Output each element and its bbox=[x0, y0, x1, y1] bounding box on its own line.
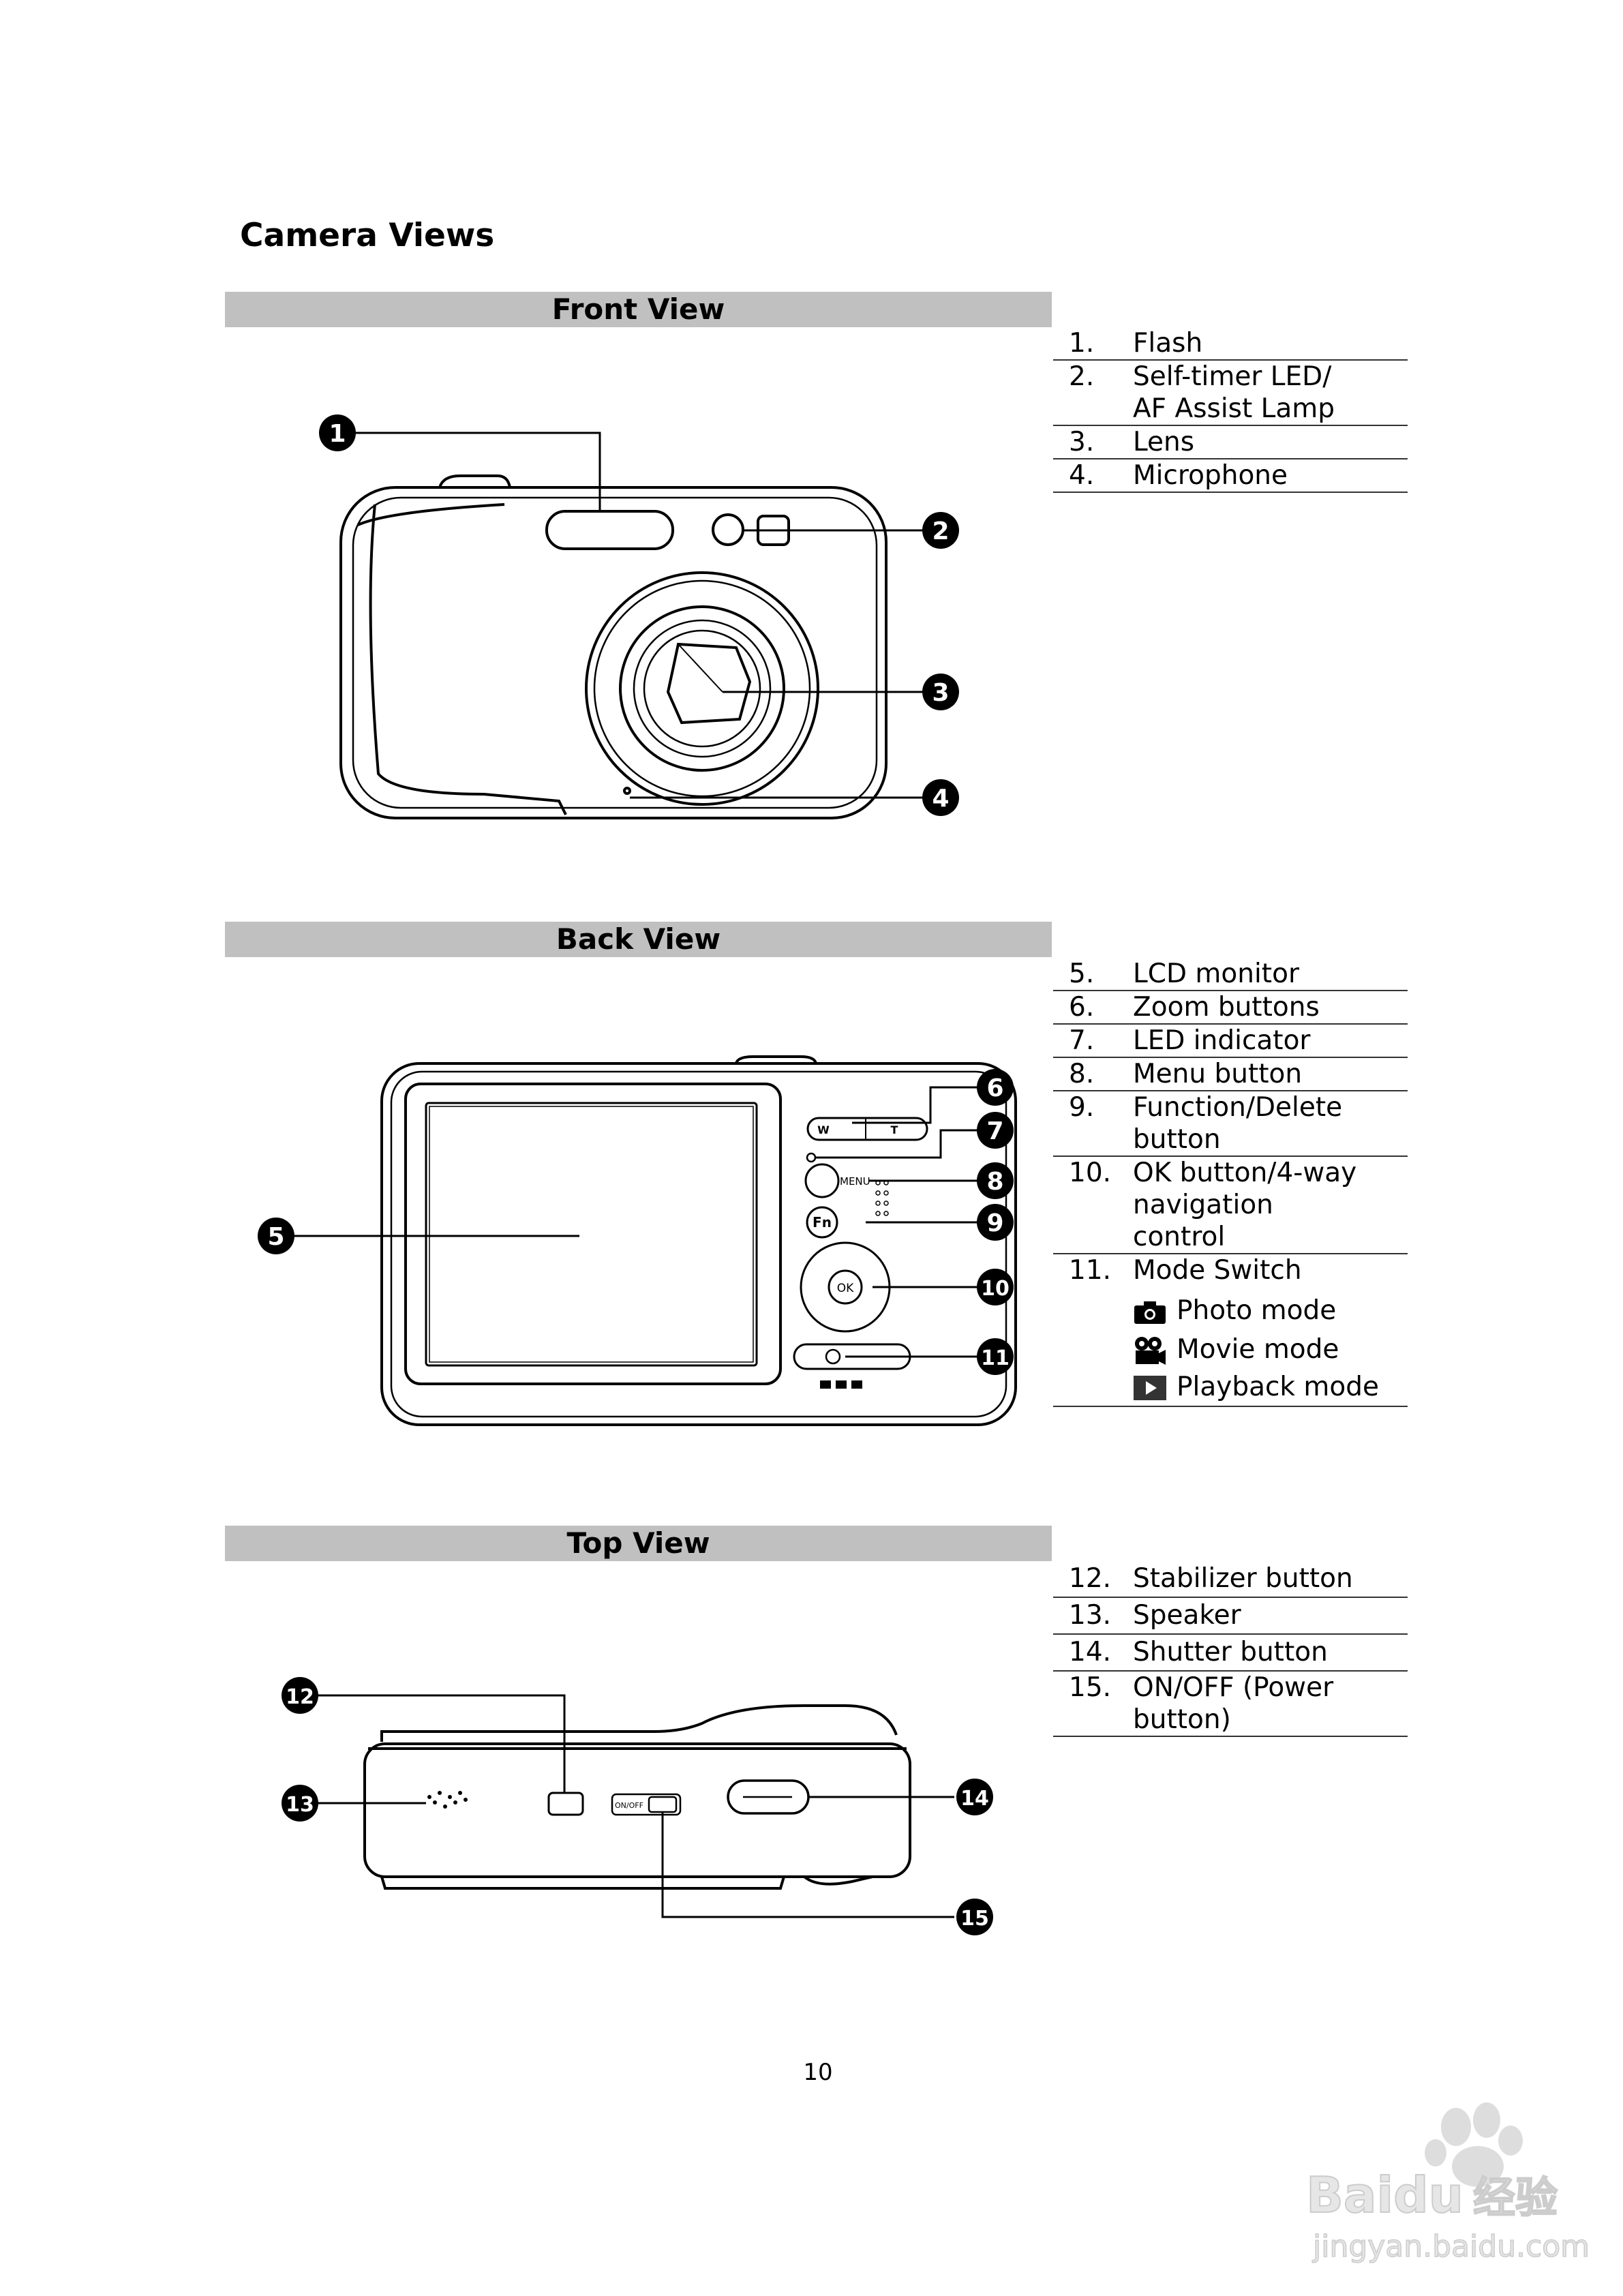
legend-item: 8.Menu button bbox=[1053, 1058, 1408, 1091]
callout-3: 3 bbox=[922, 674, 959, 710]
svg-text:9: 9 bbox=[986, 1209, 1003, 1237]
svg-text:1: 1 bbox=[329, 420, 346, 448]
back-view-header: Back View bbox=[225, 922, 1052, 957]
playback-icon bbox=[1134, 1376, 1166, 1400]
callout-13: 13 bbox=[282, 1785, 318, 1822]
back-view-diagram: W T MENU Fn OK 5 6 7 8 9 10 11 bbox=[258, 1055, 1017, 1426]
svg-text:8: 8 bbox=[986, 1168, 1003, 1196]
watermark-chinese: 经验 bbox=[1473, 2173, 1558, 2222]
svg-text:10: 10 bbox=[981, 1277, 1010, 1301]
page-title: Camera Views bbox=[240, 217, 495, 254]
callout-8: 8 bbox=[977, 1162, 1014, 1199]
front-view-diagram: 1 2 3 4 bbox=[319, 414, 959, 819]
mode-photo: Photo mode bbox=[1133, 1295, 1408, 1327]
svg-text:3: 3 bbox=[932, 679, 949, 707]
svg-text:Fn: Fn bbox=[813, 1214, 832, 1230]
svg-text:MENU: MENU bbox=[840, 1175, 870, 1188]
legend-item: 15.ON/OFF (Power button) bbox=[1053, 1672, 1408, 1737]
callout-7: 7 bbox=[977, 1112, 1014, 1149]
legend-item: 12.Stabilizer button bbox=[1053, 1561, 1408, 1598]
svg-text:4: 4 bbox=[932, 785, 949, 813]
svg-text:5: 5 bbox=[267, 1223, 284, 1251]
svg-text:13: 13 bbox=[286, 1793, 314, 1817]
movie-camera-icon bbox=[1135, 1336, 1166, 1365]
legend-item: 1.Flash bbox=[1053, 327, 1408, 361]
legend-item: 6.Zoom buttons bbox=[1053, 991, 1408, 1025]
mode-playback: Playback mode bbox=[1133, 1371, 1408, 1403]
baidu-jingyan-watermark: Baidu 经验 jingyan.baidu.com bbox=[1305, 2102, 1590, 2265]
callout-2: 2 bbox=[922, 512, 959, 549]
svg-text:11: 11 bbox=[981, 1346, 1010, 1370]
legend-item: 10.OK button/4-way navigation control bbox=[1053, 1157, 1408, 1254]
callout-11: 11 bbox=[977, 1338, 1014, 1375]
callout-5: 5 bbox=[258, 1218, 294, 1254]
callout-12: 12 bbox=[282, 1677, 318, 1714]
back-view-legend: 5.LCD monitor 6.Zoom buttons 7.LED indic… bbox=[1053, 958, 1408, 1407]
callout-10: 10 bbox=[977, 1269, 1014, 1305]
svg-text:7: 7 bbox=[986, 1117, 1003, 1145]
front-view-legend: 1.Flash 2.Self-timer LED/ AF Assist Lamp… bbox=[1053, 327, 1408, 493]
callout-15: 15 bbox=[956, 1899, 993, 1935]
svg-text:T: T bbox=[891, 1123, 898, 1136]
svg-text:2: 2 bbox=[932, 517, 949, 545]
mode-movie: Movie mode bbox=[1133, 1333, 1408, 1367]
legend-item: 13.Speaker bbox=[1053, 1598, 1408, 1635]
svg-text:ON/OFF: ON/OFF bbox=[615, 1801, 643, 1810]
watermark-brand: Baidu bbox=[1306, 2166, 1463, 2224]
watermark-url: jingyan.baidu.com bbox=[1312, 2229, 1590, 2264]
svg-text:W: W bbox=[817, 1123, 830, 1136]
camera-icon bbox=[1134, 1301, 1166, 1324]
svg-text:14: 14 bbox=[960, 1787, 989, 1811]
callout-4: 4 bbox=[922, 779, 959, 816]
legend-item: 2.Self-timer LED/ AF Assist Lamp bbox=[1053, 361, 1408, 426]
svg-text:6: 6 bbox=[986, 1074, 1003, 1102]
back-view-heading: Back View bbox=[556, 922, 721, 956]
top-view-heading: Top View bbox=[566, 1526, 710, 1560]
legend-item: 7.LED indicator bbox=[1053, 1025, 1408, 1058]
legend-item: 11.Mode Switch Photo mode Movie mode Pla… bbox=[1053, 1254, 1408, 1407]
legend-item: 5.LCD monitor bbox=[1053, 958, 1408, 991]
legend-item: 3.Lens bbox=[1053, 426, 1408, 459]
callout-6: 6 bbox=[977, 1069, 1014, 1106]
callout-14: 14 bbox=[956, 1779, 993, 1815]
page-number: 10 bbox=[803, 2059, 833, 2086]
top-view-diagram: ON/OFF 12 13 14 15 bbox=[282, 1677, 993, 1935]
svg-text:15: 15 bbox=[960, 1907, 989, 1931]
callout-1: 1 bbox=[319, 414, 356, 451]
callout-9: 9 bbox=[977, 1204, 1014, 1241]
legend-item: 4.Microphone bbox=[1053, 459, 1408, 493]
legend-item: 14.Shutter button bbox=[1053, 1635, 1408, 1672]
legend-item: 9.Function/Delete button bbox=[1053, 1091, 1408, 1157]
front-view-heading: Front View bbox=[551, 292, 725, 326]
svg-text:12: 12 bbox=[286, 1685, 314, 1709]
top-view-legend: 12.Stabilizer button 13.Speaker 14.Shutt… bbox=[1053, 1561, 1408, 1737]
front-view-header: Front View bbox=[225, 292, 1052, 327]
top-view-header: Top View bbox=[225, 1526, 1052, 1561]
svg-text:OK: OK bbox=[837, 1282, 854, 1295]
